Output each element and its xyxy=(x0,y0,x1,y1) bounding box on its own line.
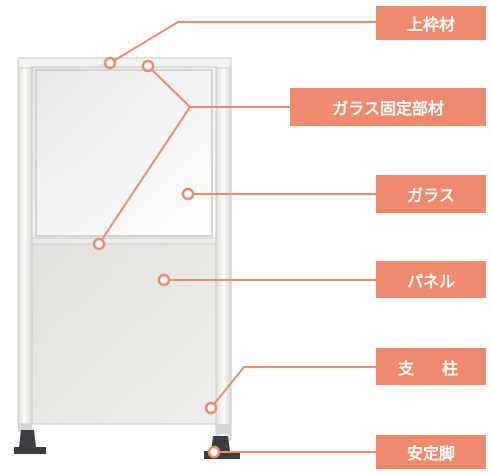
right-post-base xyxy=(216,424,231,434)
mid-rail xyxy=(31,237,217,245)
label-top-frame: 上枠材 xyxy=(376,6,486,40)
glass-pane xyxy=(31,66,217,242)
partition xyxy=(14,57,240,459)
marker-top-frame xyxy=(103,56,117,70)
marker-post xyxy=(204,401,218,415)
leader-top-frame xyxy=(109,21,376,64)
leader-lines xyxy=(98,21,376,453)
right-post xyxy=(215,61,232,441)
panel-board xyxy=(31,243,217,425)
marker-glass xyxy=(181,187,195,201)
leader-glass-fixing-b xyxy=(98,106,191,245)
label-panel: パネル xyxy=(376,261,486,298)
label-glass: ガラス xyxy=(376,175,486,213)
callout-markers xyxy=(92,56,221,459)
label-post: 支 柱 xyxy=(376,348,486,385)
left-stabilizer-foot xyxy=(14,430,46,454)
label-glass-fixing: ガラス固定部材 xyxy=(290,88,486,126)
left-post xyxy=(17,61,33,425)
marker-glass-fixing-top xyxy=(141,59,155,73)
marker-panel xyxy=(157,273,171,287)
leader-post xyxy=(210,366,376,409)
label-stand: 安定脚 xyxy=(376,435,486,469)
marker-stand xyxy=(207,445,221,459)
glass-fixing-frame xyxy=(35,69,213,237)
marker-glass-fixing-mid xyxy=(92,237,106,251)
left-post-base xyxy=(18,424,32,432)
